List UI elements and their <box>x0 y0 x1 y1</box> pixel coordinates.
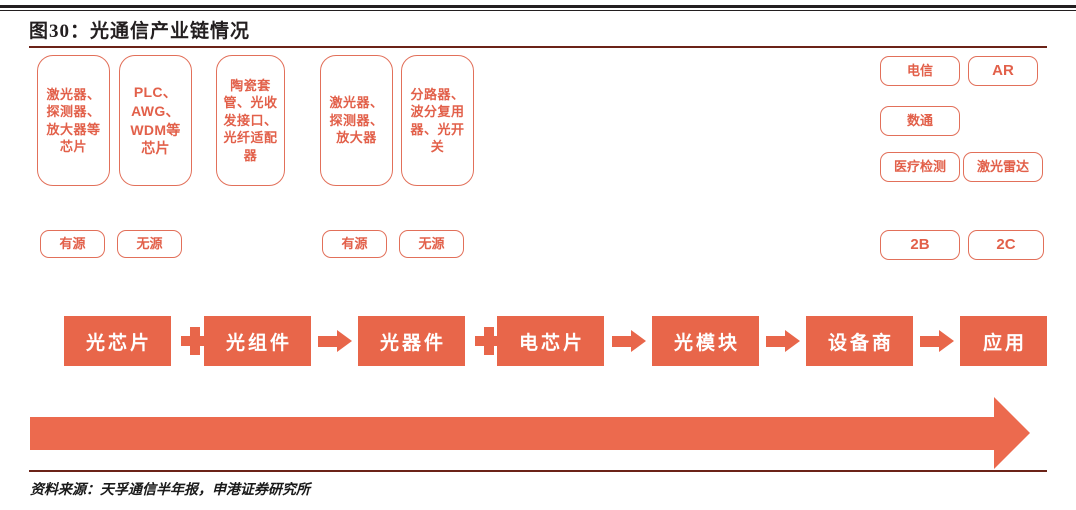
chain-node-equipment-vendor: 设备商 <box>806 316 913 366</box>
component-box-ceramic-ferrule: 陶瓷套管、光收发接口、光纤适配器 <box>216 55 285 186</box>
footer-rule <box>29 470 1047 472</box>
arrow-shaft <box>318 336 339 347</box>
page-top-rule <box>0 5 1076 8</box>
chain-node-optical-chip: 光芯片 <box>64 316 171 366</box>
chain-node-optical-component: 光组件 <box>204 316 311 366</box>
arrow-head <box>785 330 800 352</box>
arrow-shaft <box>612 336 633 347</box>
component-box-laser-detector-amplifier: 激光器、探测器、放大器 <box>320 55 393 186</box>
chain-node-optical-module: 光模块 <box>652 316 759 366</box>
chain-node-optical-device: 光器件 <box>358 316 465 366</box>
arrow-icon-3 <box>766 330 800 352</box>
component-box-splitter-wdm-switch: 分路器、波分复用器、光开关 <box>401 55 474 186</box>
power-tag-active-right: 有源 <box>322 230 387 258</box>
application-box-lidar: 激光雷达 <box>963 152 1043 182</box>
market-tag-2c: 2C <box>968 230 1044 260</box>
arrow-shaft <box>766 336 787 347</box>
arrow-shaft <box>920 336 941 347</box>
page-top-rule-thin <box>0 10 1076 11</box>
arrow-head <box>631 330 646 352</box>
application-box-telecom: 电信 <box>880 56 960 86</box>
application-box-medical-testing: 医疗检测 <box>880 152 960 182</box>
arrow-head <box>337 330 352 352</box>
plus-icon-1 <box>181 327 209 355</box>
value-flow-arrow-head-icon <box>994 397 1030 469</box>
chain-node-application: 应用 <box>960 316 1047 366</box>
arrow-icon-1 <box>318 330 352 352</box>
arrow-icon-4 <box>920 330 954 352</box>
power-tag-passive-right: 无源 <box>399 230 464 258</box>
arrow-icon-2 <box>612 330 646 352</box>
component-box-plc-awg-wdm: PLC、AWG、WDM等芯片 <box>119 55 192 186</box>
power-tag-passive-left: 无源 <box>117 230 182 258</box>
arrow-head <box>939 330 954 352</box>
plus-icon-2 <box>475 327 503 355</box>
figure-title: 图30：光通信产业链情况 <box>29 21 251 42</box>
value-flow-arrow-shaft <box>30 417 997 450</box>
application-box-datacom: 数通 <box>880 106 960 136</box>
title-underline-rule <box>29 46 1047 48</box>
market-tag-2b: 2B <box>880 230 960 260</box>
chain-node-electrical-chip: 电芯片 <box>497 316 604 366</box>
application-box-ar: AR <box>968 56 1038 86</box>
power-tag-active-left: 有源 <box>40 230 105 258</box>
source-note: 资料来源：天孚通信半年报，申港证券研究所 <box>30 483 310 498</box>
component-box-laser-chips: 激光器、探测器、放大器等芯片 <box>37 55 110 186</box>
